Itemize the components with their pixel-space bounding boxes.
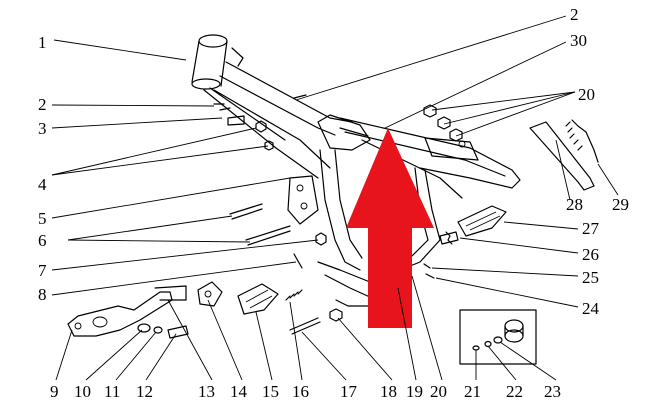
callout-8: 8 [38,285,47,304]
callout-25: 25 [582,268,599,287]
callout-18: 18 [380,382,397,401]
callout-16: 16 [292,382,309,401]
side-stand [529,119,599,191]
callout-2-right: 2 [570,5,579,24]
callout-10: 10 [74,382,91,401]
callout-21: 21 [464,382,481,401]
callout-9: 9 [50,382,59,401]
callout-15: 15 [262,382,279,401]
callout-30: 30 [570,31,587,50]
callout-2-left: 2 [38,95,47,114]
callout-20-bottom: 20 [430,382,447,401]
callout-24: 24 [582,299,600,318]
spring-pin [285,289,343,335]
callout-12: 12 [136,382,153,401]
frame-assembly [191,34,521,307]
callout-13: 13 [198,382,215,401]
red-indicator-arrow [346,128,434,328]
footpeg-right [439,205,507,245]
detail-box [459,309,537,365]
callout-6: 6 [38,231,47,250]
callout-14: 14 [230,382,248,401]
footpeg-left [237,283,279,315]
callout-23: 23 [544,382,561,401]
callout-1: 1 [38,33,47,52]
callout-19: 19 [406,382,423,401]
callout-27: 27 [582,219,600,238]
callout-5: 5 [38,209,47,228]
callout-20-top: 20 [578,85,595,104]
callout-29: 29 [612,195,629,214]
callout-7: 7 [38,261,47,280]
callout-11: 11 [104,382,120,401]
brake-pedal [67,281,223,339]
callout-26: 26 [582,245,599,264]
callout-28: 28 [566,195,583,214]
small-parts-24-26 [423,231,453,279]
callout-labels: 1 2 3 4 5 6 7 8 2 30 20 28 29 27 26 25 2… [38,5,629,401]
callout-4: 4 [38,175,47,194]
red-arrow-shape [346,128,434,328]
callout-22: 22 [506,382,523,401]
callout-3: 3 [38,119,47,138]
callout-17: 17 [340,382,358,401]
leader-lines [51,15,619,381]
